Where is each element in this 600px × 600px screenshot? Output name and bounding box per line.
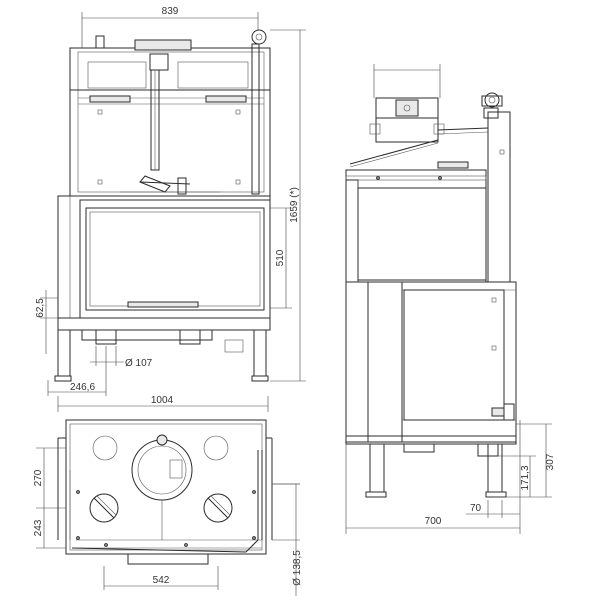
- dim-side-offset: 246,6: [70, 382, 95, 393]
- dim-bottom-offset: 62,5: [35, 298, 46, 318]
- dim-overall-width: 1004: [151, 395, 174, 406]
- dim-plan-depth-bottom: 243: [33, 519, 44, 536]
- dim-side-height-small: 171,3: [520, 465, 531, 490]
- front-view: 839: [35, 6, 306, 412]
- plan-view: 270 243 542 Ø 138,5: [33, 419, 303, 596]
- dim-plan-inner-width: 542: [153, 575, 170, 586]
- dim-plan-depth-left: 270: [33, 469, 44, 486]
- dim-side-offset-small: 70: [470, 503, 482, 514]
- dim-side-depth: 700: [425, 516, 442, 527]
- dim-flue-diameter: Ø 107: [125, 358, 153, 369]
- side-view: 307 171,3 70 700: [345, 64, 556, 534]
- dim-glass-height: 510: [275, 249, 286, 266]
- dim-flue-plan-diameter: Ø 138,5: [292, 550, 303, 586]
- dim-front-width: 839: [162, 6, 179, 17]
- dim-side-height-large: 307: [545, 453, 556, 470]
- dim-front-height: 1659 (*): [289, 187, 300, 223]
